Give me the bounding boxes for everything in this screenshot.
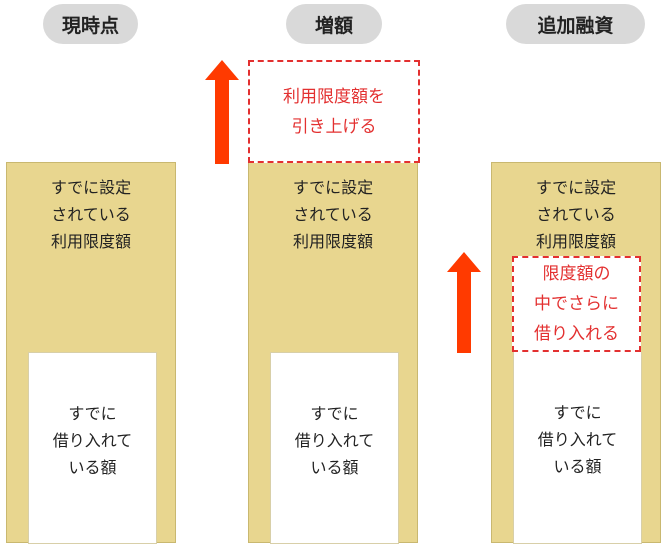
- borrowed-box-increase: すでに 借り入れて いる額: [270, 352, 399, 544]
- borrowed-label-additional: すでに 借り入れて いる額: [514, 399, 641, 480]
- borrowed-line: 借り入れて: [294, 431, 375, 450]
- limit-line: されている: [536, 205, 616, 224]
- borrowed-line: いる額: [68, 458, 117, 477]
- limit-label-additional: すでに設定 されている 利用限度額: [492, 174, 660, 255]
- borrowed-label-current: すでに 借り入れて いる額: [29, 400, 156, 481]
- limit-column-additional: すでに設定 されている 利用限度額 すでに 借り入れて いる額: [491, 162, 661, 544]
- limit-line: すでに設定: [535, 178, 617, 197]
- header-current-label: 現時点: [61, 14, 119, 37]
- borrowed-box-additional: すでに 借り入れて いる額: [513, 352, 642, 544]
- limit-line: すでに設定: [50, 178, 132, 197]
- header-increase-label: 増額: [314, 14, 353, 37]
- arrow-up-icon: [447, 252, 481, 353]
- callout-line: 限度額の: [542, 264, 611, 284]
- limit-line: 利用限度額: [50, 232, 131, 251]
- borrowed-line: すでに: [310, 404, 359, 423]
- header-additional-loan: 追加融資: [506, 4, 645, 44]
- limit-line: 利用限度額: [535, 232, 616, 251]
- arrow-up-icon: [205, 60, 239, 164]
- callout-line: 中でさらに: [534, 294, 619, 314]
- limit-column-increase: すでに設定 されている 利用限度額 すでに 借り入れて いる額: [248, 162, 418, 544]
- borrowed-line: 借り入れて: [537, 430, 618, 449]
- header-current: 現時点: [43, 4, 138, 44]
- limit-column-current: すでに設定 されている 利用限度額 すでに 借り入れて いる額: [6, 162, 176, 544]
- borrowed-line: いる額: [310, 458, 359, 477]
- raise-limit-callout: 利用限度額を 引き上げる: [248, 60, 420, 163]
- borrowed-line: すでに: [553, 403, 602, 422]
- limit-line: すでに設定: [292, 178, 374, 197]
- borrowed-box-current: すでに 借り入れて いる額: [28, 352, 157, 544]
- additional-loan-callout: 限度額の 中でさらに 借り入れる: [512, 256, 641, 352]
- limit-line: されている: [51, 205, 131, 224]
- callout-line: 利用限度額を: [283, 86, 385, 107]
- limit-line: されている: [293, 205, 373, 224]
- callout-line: 引き上げる: [291, 116, 377, 137]
- borrowed-line: 借り入れて: [52, 431, 133, 450]
- limit-line: 利用限度額: [292, 232, 373, 251]
- borrowed-label-increase: すでに 借り入れて いる額: [271, 400, 398, 481]
- borrowed-line: すでに: [68, 404, 117, 423]
- borrowed-line: いる額: [553, 457, 602, 476]
- limit-label-current: すでに設定 されている 利用限度額: [7, 174, 175, 255]
- header-additional-loan-label: 追加融資: [537, 14, 614, 37]
- callout-line: 借り入れる: [534, 324, 619, 344]
- header-increase: 増額: [286, 4, 382, 44]
- limit-label-increase: すでに設定 されている 利用限度額: [249, 174, 417, 255]
